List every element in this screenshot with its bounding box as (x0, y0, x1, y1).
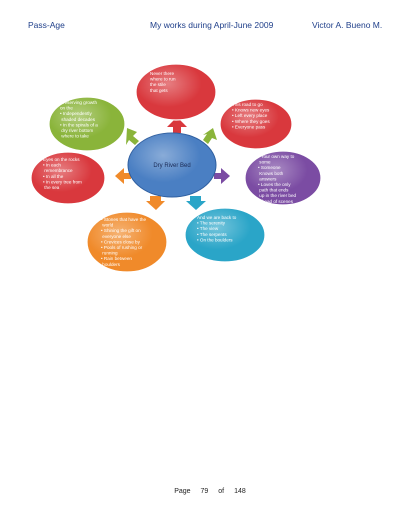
node-right-line: up in the river bed (258, 193, 296, 198)
arrow-left (115, 168, 131, 184)
footer-page-number: 79 (200, 488, 209, 495)
node-top-line: Never there (150, 71, 174, 76)
node-right: • Your own way to some• Someone Knows bo… (244, 150, 322, 206)
node-lower-left-line: everyone else (101, 234, 131, 239)
node-lower-left: • Stones that have the world• Shining th… (86, 211, 168, 273)
header-center-title: My works during April-June 2009 (150, 20, 274, 30)
node-right-line: Knows both (258, 171, 284, 176)
node-lower-left-line: boulders (101, 262, 121, 267)
node-left: Eyes on the rocks• In each remembrance• … (30, 151, 106, 205)
node-upper-right-line: This road to go (232, 102, 263, 107)
node-lower-right-line: • The view (197, 226, 219, 231)
node-right-line: • Loves the only (258, 182, 291, 187)
node-lower-right-line: And we are back to (197, 215, 237, 220)
center-label: Dry River Bed (153, 163, 190, 169)
node-lower-right-text: And we are back to• The serenity• The vi… (197, 215, 237, 242)
node-lower-right-line: • On the boulders (197, 237, 233, 242)
node-left-text: Eyes on the rocks• In each remembrance• … (43, 157, 82, 190)
node-upper-left-line: shaded decades (60, 117, 96, 122)
node-upper-right-line: • Everyone pass (232, 124, 266, 129)
arrow-upper-left (126, 128, 139, 145)
footer-page-word: Page (174, 488, 191, 495)
node-lower-left-line: world (101, 223, 114, 228)
node-right-line: ahead of scenes (258, 199, 294, 204)
arrow-top (167, 117, 187, 133)
arrow-lower-left (146, 196, 165, 210)
footer-total-pages: 148 (234, 488, 246, 495)
node-center: Dry River Bed (127, 132, 217, 198)
footer-of-word: of (218, 488, 225, 495)
node-lower-left-line: • Crevices close by (101, 239, 141, 244)
header-left-title: Pass-Age (28, 20, 65, 30)
node-upper-right-line: • Left every place (232, 113, 268, 118)
node-top-line: the stile (150, 82, 166, 87)
page-footer: Page 79 of 148 (0, 488, 420, 495)
node-left-line: • In all the (43, 174, 64, 179)
node-upper-left-line: Preserving growth (60, 100, 97, 105)
node-lower-right: And we are back to• The serenity• The vi… (184, 207, 266, 263)
node-left-line: • In every tree from (43, 179, 82, 184)
node-upper-left-line: • In the spirals of a (60, 122, 98, 127)
node-left-line: • In each (43, 163, 61, 168)
node-lower-left-text: • Stones that have the world• Shining th… (101, 217, 146, 267)
header-author: Victor A. Bueno M. (312, 20, 383, 30)
arrow-lower-right (186, 196, 206, 210)
node-lower-right-line: • The serenity (197, 221, 226, 226)
node-upper-left-line: on the (60, 106, 73, 111)
node-upper-right-line: • Knows new eyes (232, 108, 270, 113)
arrow-upper-right (203, 128, 217, 144)
node-lower-left-line: • Rain between (101, 256, 132, 261)
node-upper-right-text: This road to go• Knows new eyes• Left ev… (232, 102, 270, 129)
arrow-right (214, 168, 230, 184)
node-upper-right-line: • Where they goes (232, 119, 270, 124)
node-upper-left-line: • Independently (60, 111, 92, 116)
node-left-line: Eyes on the rocks (43, 157, 80, 162)
node-top-line: that gets (150, 88, 168, 93)
node-lower-left-line: running (101, 251, 118, 256)
node-upper-left-line: where to take (60, 134, 89, 139)
node-lower-left-line: • Shining the gift on (101, 228, 141, 233)
node-left-line: remembrance (43, 168, 73, 173)
node-right-line: • Someone (258, 165, 281, 170)
node-top-line: where to run (150, 77, 176, 82)
node-lower-left-line: • Pools of rushing or (101, 245, 143, 250)
node-lower-right-line: • The serpents (197, 232, 227, 237)
node-right-text: • Your own way to some• Someone Knows bo… (258, 154, 296, 204)
node-right-line: answers (258, 176, 277, 181)
node-right-line: path that ends (258, 188, 289, 193)
node-lower-left-line: • Stones that have the (101, 217, 146, 222)
node-upper-right: This road to go• Knows new eyes• Left ev… (219, 98, 293, 150)
node-upper-left-line: dry river bottom (60, 128, 93, 133)
node-right-line: • Your own way to (258, 154, 295, 159)
node-right-line: some (258, 160, 271, 165)
node-left-line: the sea (43, 185, 60, 190)
